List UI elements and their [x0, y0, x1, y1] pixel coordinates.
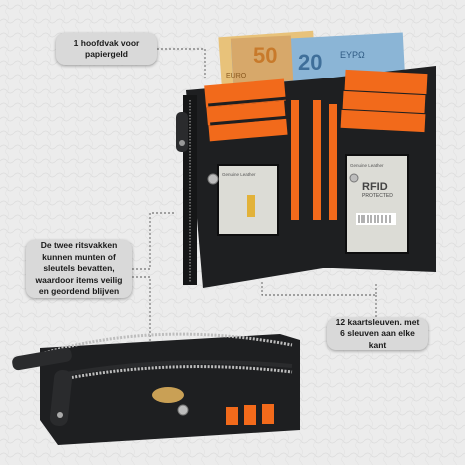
open-wallet: Genuine Leather Genuine Leather RFID PRO… — [176, 66, 436, 288]
callout-main-compartment: 1 hoofdvak voor papiergeld — [56, 33, 157, 65]
card-slot-right-3 — [340, 109, 426, 133]
pull-rivet — [57, 412, 63, 418]
zipper-tape — [59, 360, 293, 377]
sim-chip — [247, 195, 255, 217]
zipper-pull-bottom — [49, 370, 73, 426]
snap-button — [207, 173, 219, 185]
fifty-value: 50 — [253, 43, 277, 68]
leather-label-right: Genuine Leather — [350, 163, 384, 168]
card-slot-right-2 — [342, 90, 426, 114]
card-slot-left-3 — [208, 118, 288, 142]
callout-zip-compartments: De twee ritsvakken kunnen munten of sleu… — [26, 240, 132, 298]
closed-card-slot-2 — [244, 405, 256, 425]
callout-card-slots: 12 kaartsleuven. met 6 sleuven aan elke … — [327, 316, 428, 350]
zipper-pull-rivet — [179, 140, 185, 146]
card-slot-right-1 — [344, 69, 428, 95]
callout-main-compartment-text: 1 hoofdvak voor papiergeld — [73, 37, 140, 60]
rfid-label: RFID — [362, 181, 388, 193]
vertical-slot-3 — [329, 104, 337, 220]
slot-divider — [210, 115, 291, 126]
slot-divider — [208, 96, 289, 107]
closed-card-slot-1 — [226, 407, 238, 425]
callout-zip-compartments-text: De twee ritsvakken kunnen munten of sleu… — [35, 240, 123, 297]
fifty-note-text: EURO — [226, 73, 247, 80]
coin — [152, 387, 184, 403]
note-band — [230, 35, 294, 84]
closed-wallet — [12, 332, 300, 445]
twenty-value: 20 — [298, 50, 322, 75]
rfid-sub-label: PROTECTED — [362, 193, 393, 199]
zipper-middle — [57, 365, 293, 382]
closed-snap-button — [177, 404, 189, 416]
twenty-note-text: EYPΩ — [340, 50, 365, 60]
zipper-pull-top — [12, 347, 72, 371]
snap-button-right — [349, 173, 359, 183]
barcode — [358, 215, 391, 223]
zipper-pull — [176, 112, 188, 152]
leather-label-left: Genuine Leather — [222, 172, 256, 177]
id-window-right — [345, 154, 409, 254]
closed-card-slot-3 — [262, 404, 274, 424]
callout-card-slots-text: 12 kaartsleuven. met 6 sleuven aan elke … — [335, 316, 420, 350]
vertical-slot-2 — [313, 100, 321, 220]
vertical-slot-1 — [291, 100, 299, 220]
